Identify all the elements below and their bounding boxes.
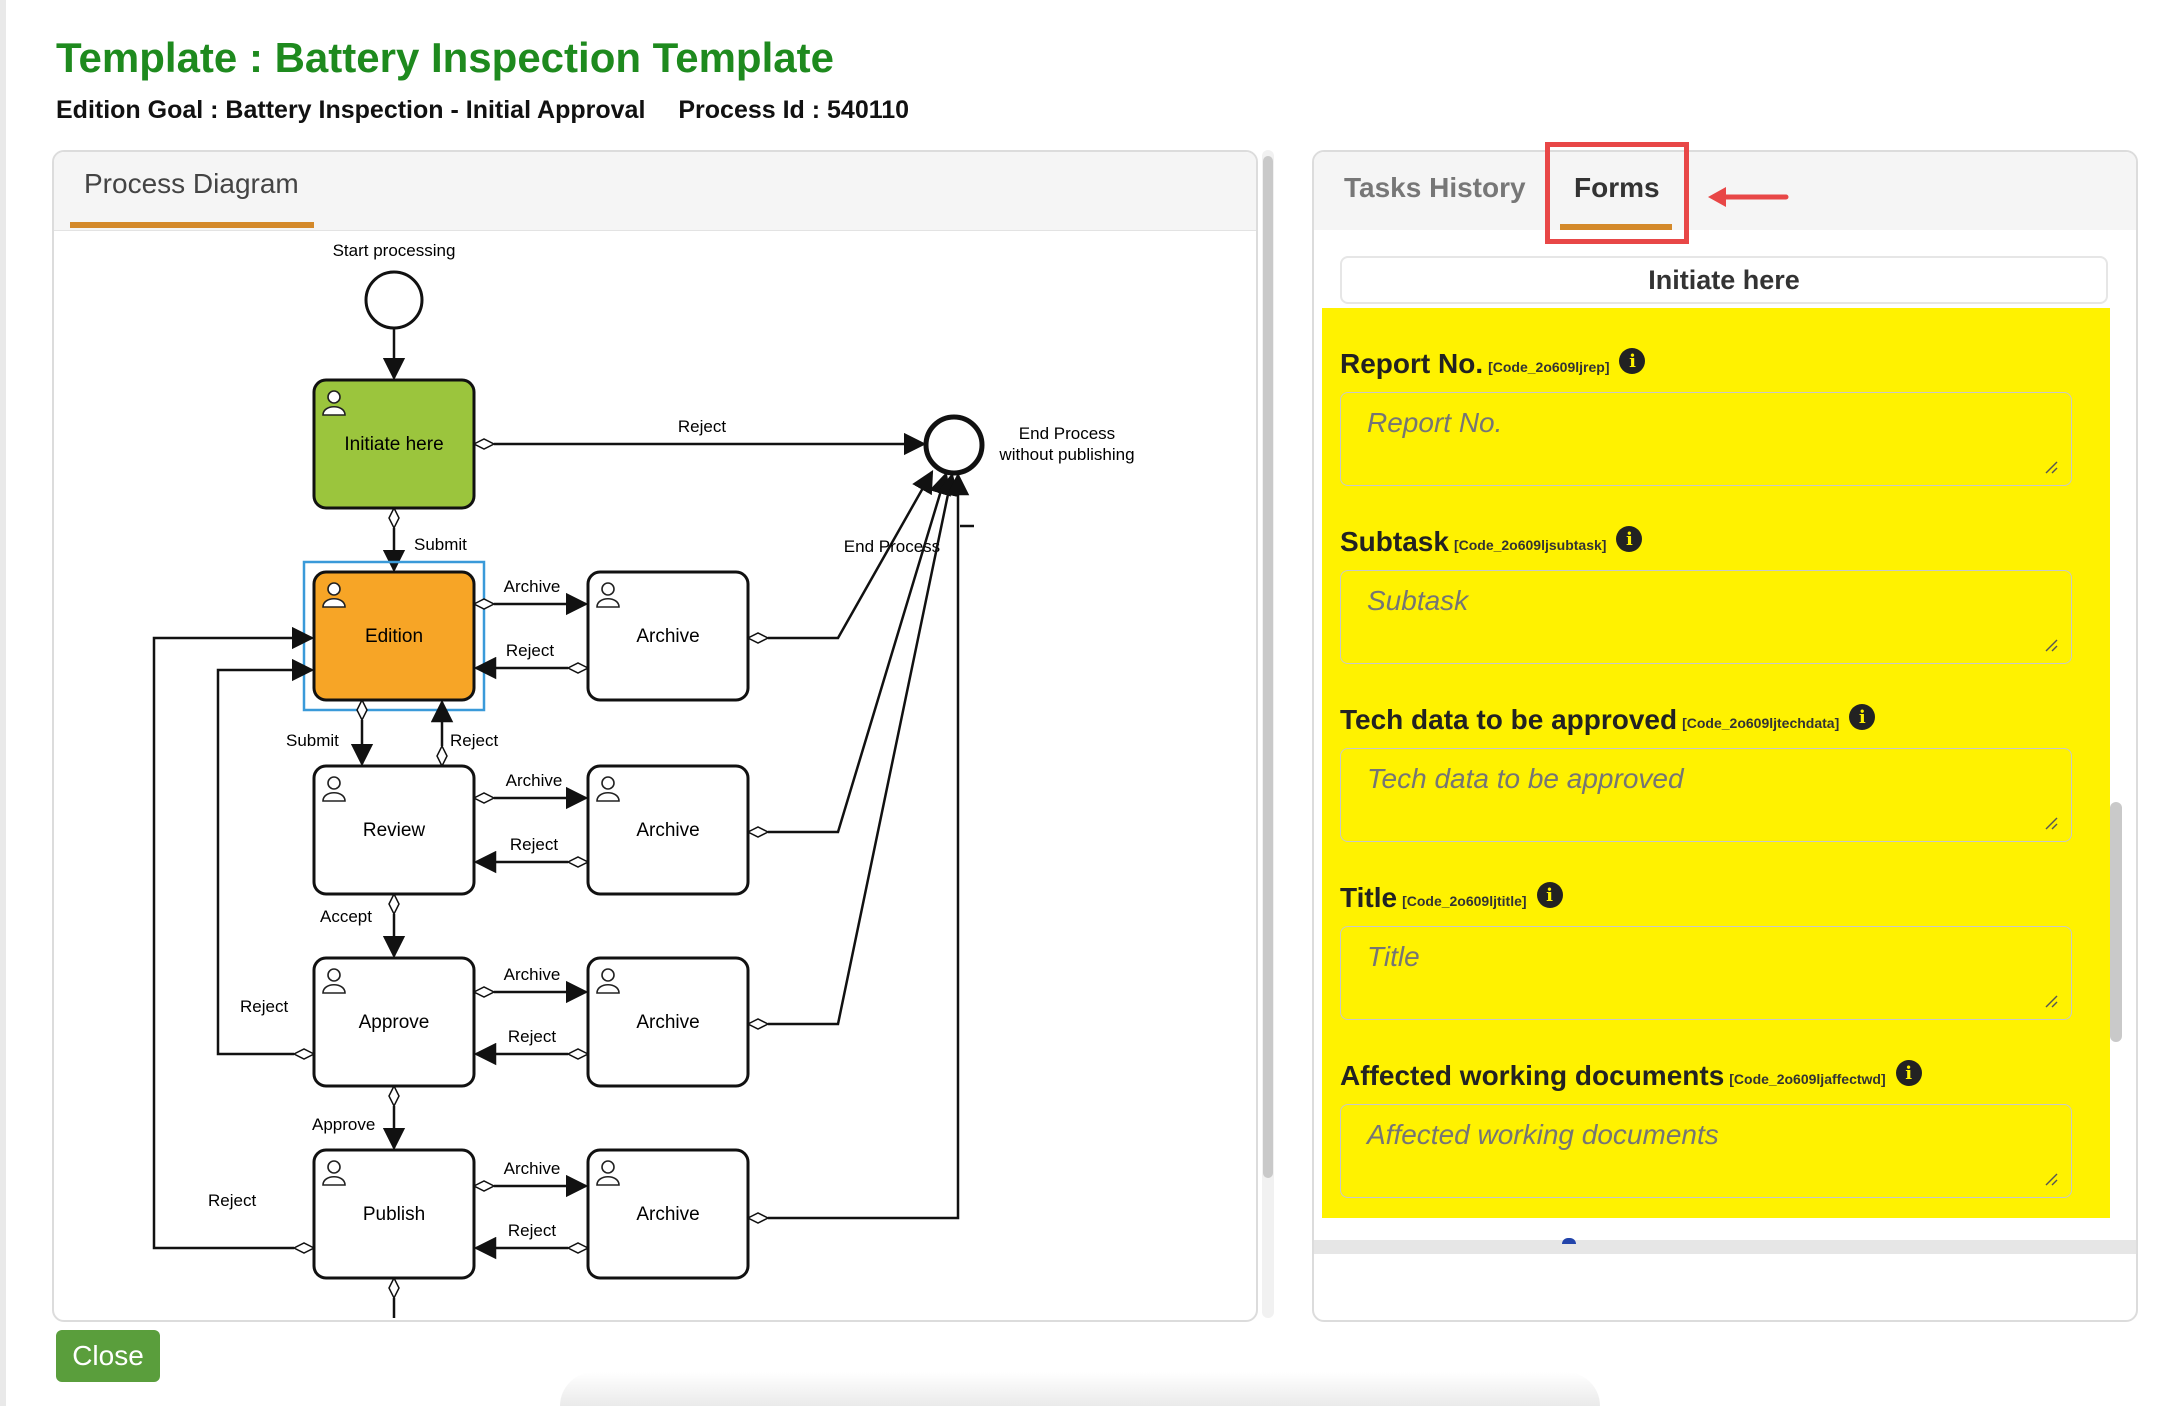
start-label: Start processing bbox=[333, 241, 456, 260]
end-label-2: without publishing bbox=[998, 445, 1134, 464]
node-review-label: Review bbox=[363, 820, 426, 841]
form-section-header: Initiate here bbox=[1340, 256, 2108, 304]
node-archive-label: Archive bbox=[636, 626, 699, 647]
start-event[interactable] bbox=[364, 270, 424, 330]
info-icon[interactable]: i bbox=[1895, 1060, 1922, 1086]
edge-label-reject: Reject bbox=[508, 1027, 556, 1046]
field-label: Title bbox=[1340, 882, 1398, 913]
field-code: [Code_2o609ljtechdata] bbox=[1682, 715, 1840, 731]
tab-tasks-history[interactable]: Tasks History bbox=[1344, 172, 1526, 203]
field-title: Title [Code_2o609ljtitle] i bbox=[1340, 882, 2072, 1020]
edge-label-submit: Submit bbox=[286, 731, 339, 750]
field-label: Affected working documents bbox=[1340, 1060, 1725, 1091]
form-scrollbar-thumb[interactable] bbox=[2110, 802, 2122, 1042]
field-tech-data: Tech data to be approved [Code_2o609ljte… bbox=[1340, 704, 2072, 842]
end-event[interactable] bbox=[923, 414, 985, 476]
field-code: [Code_2o609ljaffectwd] bbox=[1729, 1071, 1886, 1087]
process-id: Process Id : 540110 bbox=[678, 96, 910, 124]
edge-label-reject: Reject bbox=[510, 835, 558, 854]
node-approve-label: Approve bbox=[359, 1012, 430, 1033]
left-panel-scrollbar-thumb[interactable] bbox=[1263, 156, 1273, 1178]
edge-label-accept: Accept bbox=[320, 907, 372, 926]
tab-process-diagram[interactable]: Process Diagram bbox=[84, 168, 299, 199]
title-input[interactable] bbox=[1340, 926, 2072, 1020]
edge-label-end-process: End Process bbox=[844, 537, 940, 556]
node-publish-label: Publish bbox=[363, 1204, 425, 1225]
edge-label-archive: Archive bbox=[506, 771, 563, 790]
forms-tab-highlight-box bbox=[1545, 142, 1689, 244]
info-icon[interactable]: i bbox=[1616, 526, 1643, 552]
bottom-shadow bbox=[560, 1372, 1600, 1406]
node-archive-label: Archive bbox=[636, 1012, 699, 1033]
forms-panel: Tasks History Forms Initiate here Report… bbox=[1312, 150, 2138, 1322]
edge-label-approve: Approve bbox=[312, 1115, 375, 1134]
info-icon[interactable]: i bbox=[1849, 704, 1876, 730]
resize-grip-icon[interactable] bbox=[2044, 638, 2058, 652]
page-title: Template : Battery Inspection Template bbox=[56, 34, 834, 81]
node-initiate-label: Initiate here bbox=[344, 434, 443, 455]
red-arrow-icon bbox=[1708, 187, 1789, 207]
tech-data-input[interactable] bbox=[1340, 748, 2072, 842]
resize-grip-icon[interactable] bbox=[2044, 994, 2058, 1008]
edge-label-archive: Archive bbox=[504, 1159, 561, 1178]
resize-grip-icon[interactable] bbox=[2044, 460, 2058, 474]
edition-goal: Edition Goal : Battery Inspection - Init… bbox=[56, 96, 646, 124]
node-archive-1[interactable] bbox=[586, 570, 750, 702]
subtask-input[interactable] bbox=[1340, 570, 2072, 664]
field-report-no: Report No. [Code_2o609ljrep] i bbox=[1340, 348, 2072, 486]
edge-label-reject: Reject bbox=[506, 641, 554, 660]
left-tabbar: Process Diagram bbox=[54, 152, 1256, 231]
edge-label-reject: Reject bbox=[678, 417, 726, 436]
edge-label-archive: Archive bbox=[504, 965, 561, 984]
active-tab-underline bbox=[70, 222, 314, 228]
horizontal-scrollbar[interactable] bbox=[1314, 1240, 2136, 1254]
edge-label-reject: Reject bbox=[508, 1221, 556, 1240]
close-button[interactable]: Close bbox=[56, 1330, 160, 1382]
field-affected-docs: Affected working documents [Code_2o609lj… bbox=[1340, 1060, 2072, 1198]
process-diagram: Start processing End Process without pub… bbox=[152, 241, 1135, 1318]
node-archive-3[interactable] bbox=[586, 956, 750, 1088]
info-icon[interactable]: i bbox=[1536, 882, 1563, 908]
field-code: [Code_2o609ljtitle] bbox=[1402, 893, 1527, 909]
edge-label-submit: Submit bbox=[414, 535, 467, 554]
field-label: Tech data to be approved bbox=[1340, 704, 1678, 735]
form-area: Report No. [Code_2o609ljrep] i Subtask [… bbox=[1322, 308, 2110, 1218]
report-no-input[interactable] bbox=[1340, 392, 2072, 486]
edge-label-reject: Reject bbox=[240, 997, 288, 1016]
edge-label-archive: Archive bbox=[504, 577, 561, 596]
node-archive-4[interactable] bbox=[586, 1148, 750, 1280]
end-label-1: End Process bbox=[1019, 424, 1115, 443]
left-edge-strip bbox=[0, 0, 6, 1406]
node-archive-label: Archive bbox=[636, 1204, 699, 1225]
scroll-indicator bbox=[1562, 1238, 1576, 1244]
node-archive-label: Archive bbox=[636, 820, 699, 841]
process-diagram-panel: Process Diagram Start processing End Pro… bbox=[52, 150, 1258, 1322]
active-tab-underline bbox=[1560, 224, 1672, 230]
subtitle: Edition Goal : Battery Inspection - Init… bbox=[56, 96, 935, 125]
field-code: [Code_2o609ljrep] bbox=[1488, 359, 1610, 375]
tab-forms[interactable]: Forms bbox=[1574, 172, 1660, 203]
affected-docs-input[interactable] bbox=[1340, 1104, 2072, 1198]
field-code: [Code_2o609ljsubtask] bbox=[1453, 537, 1607, 553]
field-subtask: Subtask [Code_2o609ljsubtask] i bbox=[1340, 526, 2072, 664]
field-label: Subtask bbox=[1340, 526, 1449, 557]
node-edition-label: Edition bbox=[365, 626, 423, 647]
resize-grip-icon[interactable] bbox=[2044, 1172, 2058, 1186]
node-archive-2[interactable] bbox=[586, 764, 750, 896]
resize-grip-icon[interactable] bbox=[2044, 816, 2058, 830]
field-label: Report No. bbox=[1340, 348, 1484, 379]
edge-label-reject: Reject bbox=[208, 1191, 256, 1210]
edge-label-reject: Reject bbox=[450, 731, 498, 750]
info-icon[interactable]: i bbox=[1619, 348, 1646, 374]
